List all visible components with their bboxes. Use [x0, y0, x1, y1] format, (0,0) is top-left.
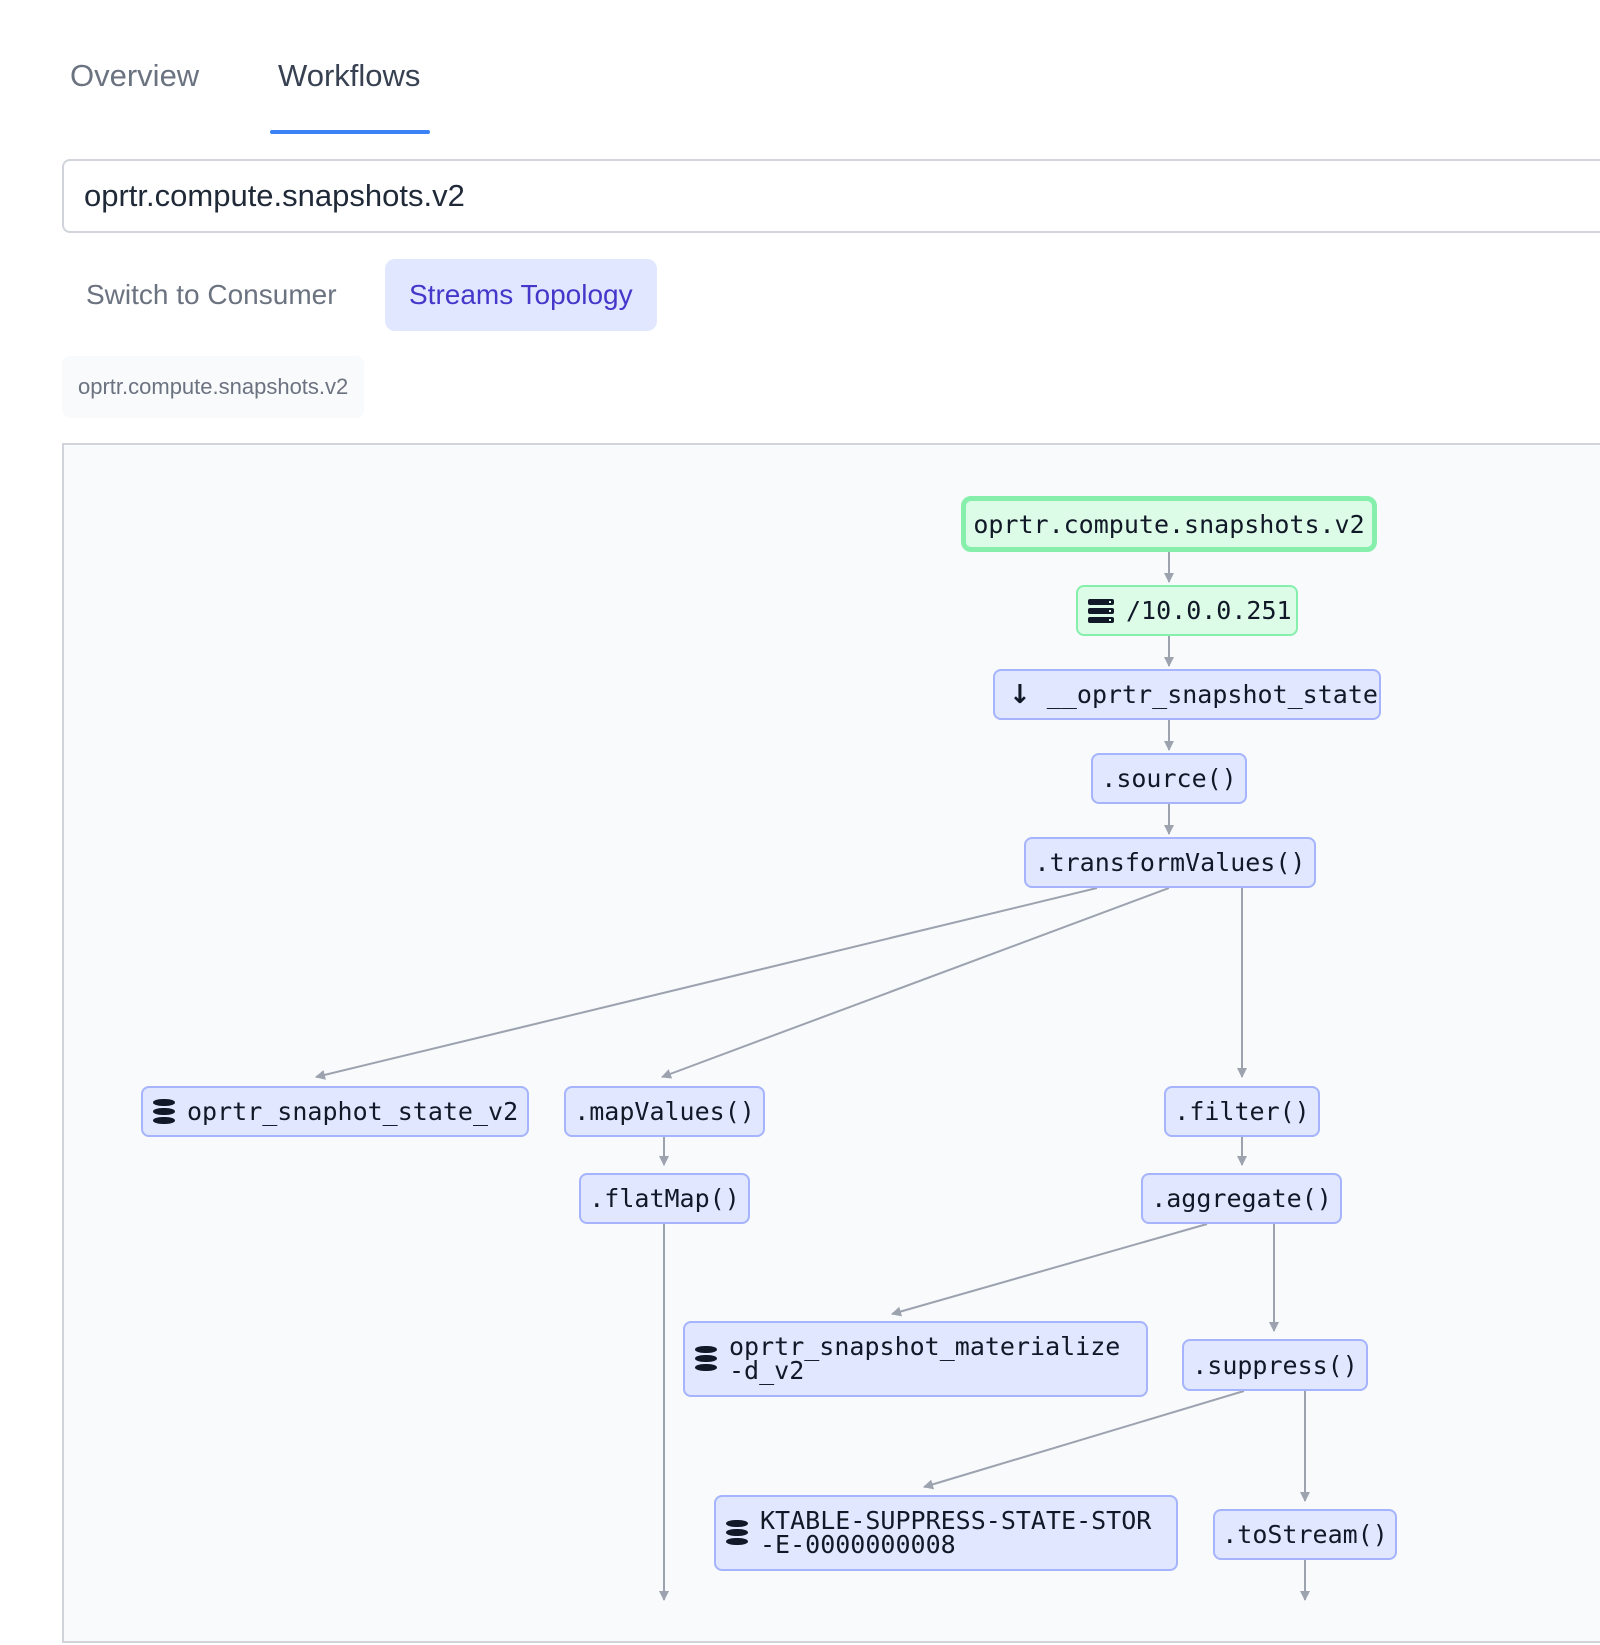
topology-node-source[interactable]: .source() — [1091, 753, 1247, 804]
topology-node-store-materialized[interactable]: oprtr_snapshot_materialize-d_v2 — [683, 1321, 1148, 1397]
topology-node-host[interactable]: /10.0.0.251 — [1076, 585, 1298, 636]
topology-edges — [315, 552, 1310, 1601]
node-label: __oprtr_snapshot_state — [1046, 680, 1378, 709]
server-icon — [1088, 598, 1114, 623]
tab-overview[interactable]: Overview — [70, 58, 200, 93]
topic-search-input[interactable]: oprtr.compute.snapshots.v2 — [62, 159, 1600, 233]
topology-node-flat-map[interactable]: .flatMap() — [579, 1173, 750, 1224]
topology-node-store-suppress[interactable]: KTABLE-SUPPRESS-STATE-STOR-E-0000000008 — [714, 1495, 1178, 1571]
node-label: oprtr.compute.snapshots.v2 — [973, 509, 1365, 539]
node-label: .mapValues() — [574, 1097, 755, 1126]
node-label: oprtr_snaphot_state_v2 — [187, 1097, 519, 1126]
node-label: .source() — [1101, 764, 1237, 793]
node-label: .flatMap() — [589, 1184, 740, 1213]
topology-node-topic[interactable]: oprtr.compute.snapshots.v2 — [961, 496, 1377, 552]
topology-node-state-input[interactable]: ↓ __oprtr_snapshot_state — [993, 669, 1381, 720]
database-icon — [153, 1098, 175, 1125]
tab-bar: Overview Workflows — [0, 0, 1600, 136]
database-icon — [695, 1346, 717, 1372]
node-label: .transformValues() — [1034, 848, 1306, 877]
node-label: .aggregate() — [1151, 1184, 1332, 1213]
topic-chip[interactable]: oprtr.compute.snapshots.v2 — [62, 356, 365, 418]
node-label: .suppress() — [1192, 1350, 1358, 1380]
topology-node-store-state-v2[interactable]: oprtr_snaphot_state_v2 — [141, 1086, 529, 1137]
edge-aggregate-store2 — [891, 1223, 1208, 1317]
switch-to-consumer-button[interactable]: Switch to Consumer — [86, 279, 337, 310]
topology-node-map-values[interactable]: .mapValues() — [564, 1086, 765, 1137]
node-label: KTABLE-SUPPRESS-STATE-STOR-E-0000000008 — [760, 1506, 1152, 1559]
node-label: .toStream() — [1222, 1520, 1388, 1549]
streams-topology-button[interactable]: Streams Topology — [385, 259, 657, 331]
topology-node-transform-values[interactable]: .transformValues() — [1024, 837, 1316, 888]
topology-node-aggregate[interactable]: .aggregate() — [1141, 1173, 1342, 1224]
node-label: .filter() — [1174, 1097, 1310, 1126]
edge-transform-mapvalues — [661, 887, 1170, 1079]
edge-suppress-store3 — [923, 1390, 1245, 1490]
node-label: oprtr_snapshot_materialize-d_v2 — [729, 1332, 1121, 1385]
topology-canvas[interactable]: oprtr.compute.snapshots.v2 /10.0.0.251 ↓… — [62, 443, 1600, 1643]
active-tab-indicator — [270, 130, 430, 134]
edge-transform-store1 — [315, 887, 1098, 1080]
node-label: /10.0.0.251 — [1126, 596, 1292, 625]
database-icon — [726, 1520, 748, 1546]
tab-workflows[interactable]: Workflows — [278, 58, 421, 93]
edge-group — [315, 552, 1310, 1601]
topology-node-suppress[interactable]: .suppress() — [1182, 1339, 1368, 1391]
topology-node-to-stream[interactable]: .toStream() — [1213, 1509, 1397, 1560]
arrow-down-icon: ↓ — [1009, 679, 1031, 710]
topology-node-filter[interactable]: .filter() — [1164, 1086, 1320, 1137]
